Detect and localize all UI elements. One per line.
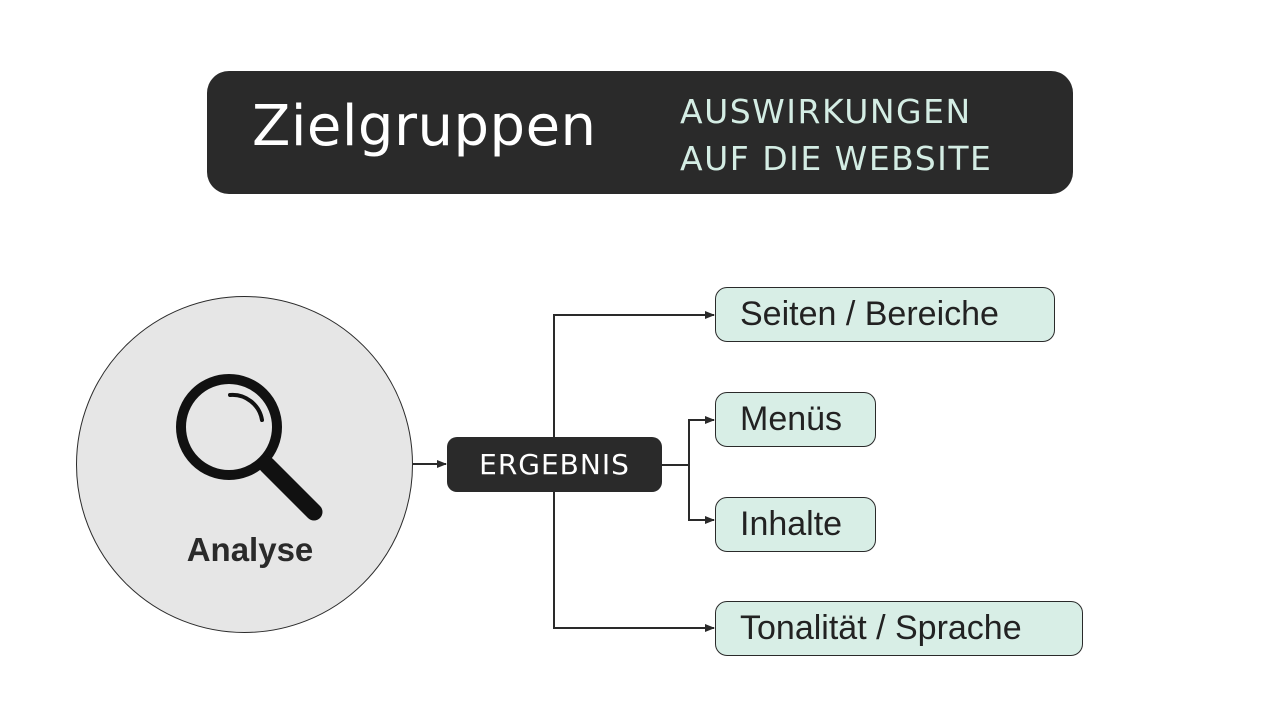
arrow-to-seiten — [553, 311, 715, 437]
target-menues: Menüs — [715, 392, 876, 447]
page-title: Zielgruppen — [252, 94, 597, 159]
target-inhalte: Inhalte — [715, 497, 876, 552]
target-tonalitaet-sprache: Tonalität / Sprache — [715, 601, 1083, 656]
arrow-to-inhalte — [688, 465, 715, 524]
target-seiten-bereiche: Seiten / Bereiche — [715, 287, 1055, 342]
analysis-circle — [76, 296, 413, 633]
analysis-label: Analyse — [186, 531, 314, 568]
subtitle-line-2: AUF DIE WEBSITE — [680, 139, 993, 178]
header-banner — [207, 71, 1073, 194]
result-box: ERGEBNIS — [447, 437, 662, 492]
arrow-to-menues — [688, 416, 715, 465]
subtitle-line-1: AUSWIRKUNGEN — [680, 92, 972, 131]
magnifier-icon — [176, 374, 323, 521]
page-subtitle: AUSWIRKUNGEN AUF DIE WEBSITE — [680, 88, 992, 182]
arrow-to-tonalitaet — [553, 492, 715, 632]
